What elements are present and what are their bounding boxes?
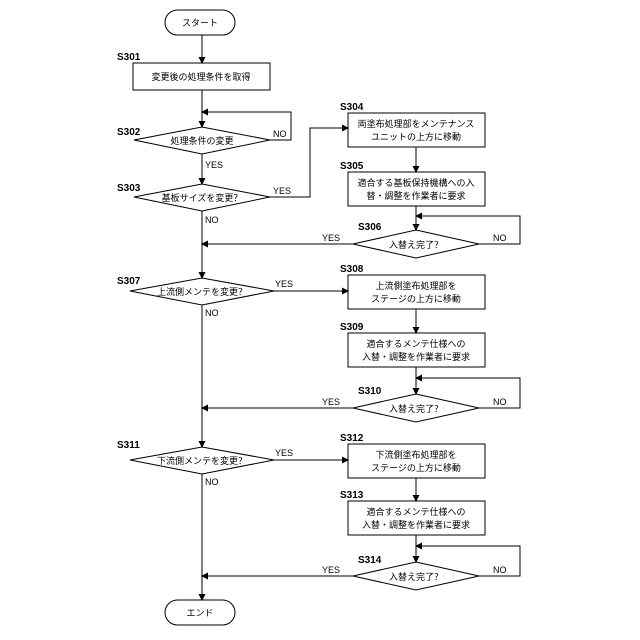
process-s308-line1: 上流側塗布処理部を [375,280,456,292]
label-s310-no: NO [493,397,507,407]
process-s305-line2: 替・調整を作業者に要求 [366,190,465,202]
process-s309-line1: 適合するメンテ仕様への [366,338,465,350]
label-s307-no: NO [205,308,219,318]
process-s301-label: 変更後の処理条件を取得 [151,71,250,83]
step-s314: S314 [358,555,382,566]
label-s306-no: NO [493,233,507,243]
step-s308: S308 [340,264,364,275]
label-s311-yes: YES [275,448,293,458]
start-label: スタート [182,18,218,29]
step-s310: S310 [358,386,382,397]
label-s303-no: NO [205,215,219,225]
label-s302-no: NO [273,129,287,139]
label-s302-yes: YES [205,160,223,170]
step-s311: S311 [117,440,140,451]
label-s310-yes: YES [322,397,340,407]
step-s303: S303 [117,183,141,194]
process-s304-line2: ユニットの上方に移動 [371,131,461,143]
step-s301: S301 [117,52,141,63]
step-s309: S309 [340,322,364,333]
step-s302: S302 [117,127,141,138]
process-s305-line1: 適合する基板保持機構への入 [357,177,474,189]
decision-s314-label: 入替え完了？ [389,571,443,583]
label-s303-yes: YES [273,186,291,196]
decision-s302-label: 処理条件の変更 [170,135,233,147]
step-s313: S313 [340,490,364,501]
label-s314-yes: YES [322,565,340,575]
decision-s306-label: 入替え完了？ [389,239,443,251]
process-s308-line2: ステージの上方に移動 [371,293,461,305]
step-s304: S304 [340,102,364,113]
process-s309-line2: 入替・調整を作業者に要求 [362,351,470,363]
label-s314-no: NO [493,565,507,575]
process-s313-line1: 適合するメンテ仕様への [366,506,465,518]
label-s311-no: NO [205,477,219,487]
step-s307: S307 [117,276,141,287]
end-label: エンド [186,609,213,619]
step-s305: S305 [340,161,364,172]
decision-s303-label: 基板サイズを変更？ [162,192,243,204]
process-s312-line2: ステージの上方に移動 [371,462,461,474]
label-s306-yes: YES [322,233,340,243]
process-s313-line2: 入替・調整を作業者に要求 [362,519,470,531]
process-s312-line1: 下流側塗布処理部を [375,449,456,461]
label-s307-yes: YES [275,279,293,289]
step-s306: S306 [358,222,382,233]
step-s312: S312 [340,433,364,444]
decision-s311-label: 下流側メンテを変更？ [157,455,247,467]
process-s304-line1: 両塗布処理部をメンテナンス [358,118,475,130]
decision-s310-label: 入替え完了？ [389,403,443,415]
decision-s307-label: 上流側メンテを変更？ [157,286,247,298]
